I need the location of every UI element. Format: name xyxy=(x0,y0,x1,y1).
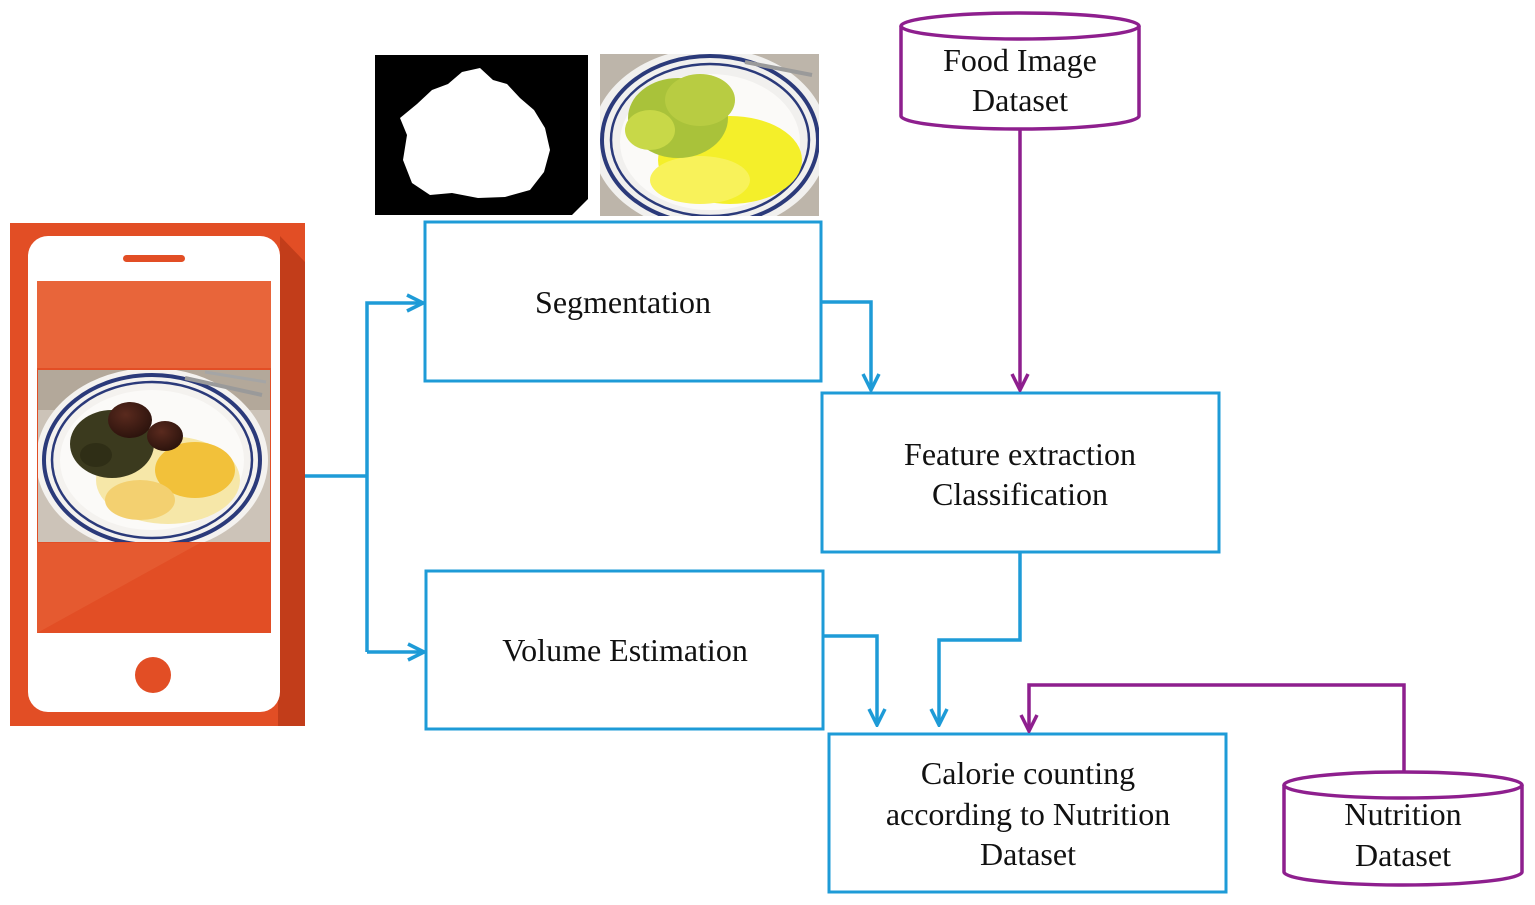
nutrition-dataset-label-line2: Dataset xyxy=(1355,837,1451,873)
feature-to-calorie-arrow xyxy=(939,552,1022,725)
purple-connectors xyxy=(1020,130,1406,771)
speaker-slot-icon xyxy=(123,255,185,262)
food-plate-photo xyxy=(38,370,270,542)
food-image-dataset-cylinder xyxy=(899,11,1141,131)
calorie-counting-label-line2: according to Nutrition xyxy=(886,796,1170,832)
segmentation-to-feature-arrow xyxy=(821,300,871,390)
volume-estimation-box xyxy=(424,569,825,731)
feature-extraction-box xyxy=(820,391,1221,554)
nutrition-dataset-cylinder xyxy=(1282,770,1524,887)
classification-label: Classification xyxy=(932,476,1108,512)
smartphone-icon xyxy=(10,223,305,726)
feature-extraction-label: Feature extraction xyxy=(904,436,1136,472)
segmentation-label: Segmentation xyxy=(535,284,711,320)
nutrition-dataset-label-line1: Nutrition xyxy=(1344,796,1461,832)
calorie-counting-label-line3: Dataset xyxy=(980,836,1076,872)
home-button-icon xyxy=(135,657,171,693)
food-image-dataset-label-line1: Food Image xyxy=(943,42,1097,78)
volume-to-calorie-arrow xyxy=(823,634,877,725)
calorie-counting-label-line1: Calorie counting xyxy=(921,755,1135,791)
calorie-counting-box xyxy=(827,732,1228,894)
segmentation-mask-image xyxy=(375,55,588,215)
segmentation-overlay-image xyxy=(600,54,819,216)
nutrition-dataset-to-calorie-arrow xyxy=(1029,683,1406,771)
phone-to-segmentation-arrow xyxy=(365,303,423,652)
segmentation-box xyxy=(423,220,823,383)
volume-estimation-label: Volume Estimation xyxy=(502,632,748,668)
blue-connectors xyxy=(305,300,1022,725)
food-image-dataset-label-line2: Dataset xyxy=(972,82,1068,118)
